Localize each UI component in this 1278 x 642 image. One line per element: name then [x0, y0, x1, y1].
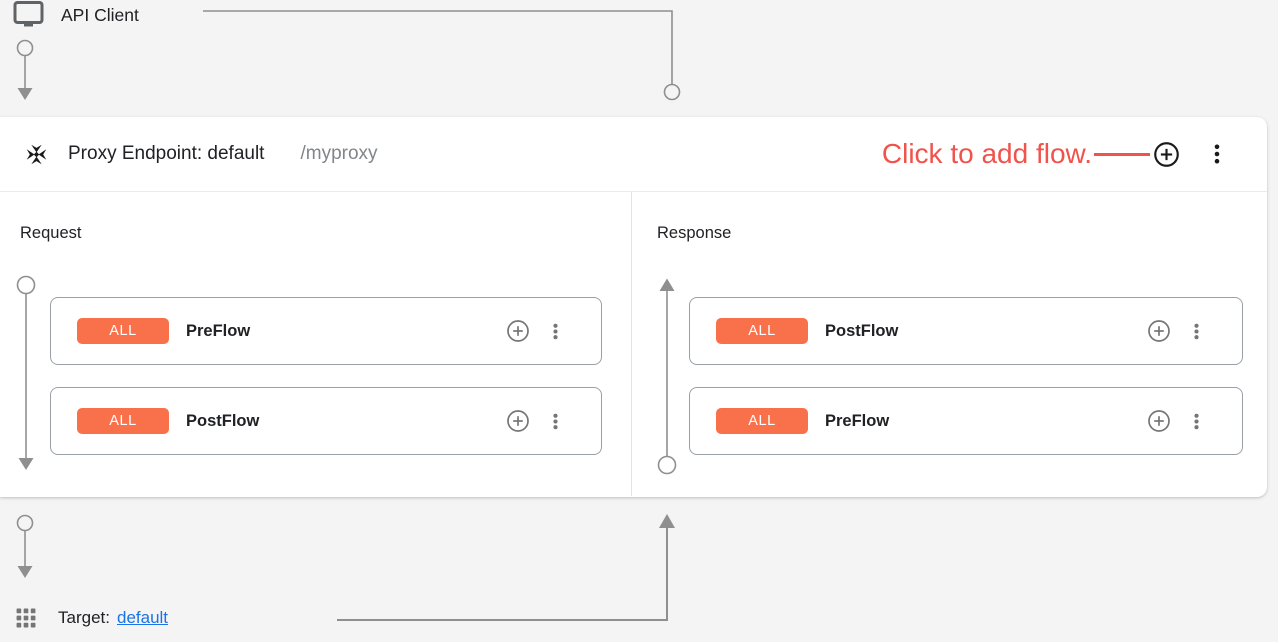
flow-card-request-postflow[interactable]: ALL PostFlow: [50, 387, 602, 455]
target-label: Target:: [58, 608, 110, 627]
add-policy-button[interactable]: [1147, 409, 1171, 433]
request-column-label: Request: [20, 224, 82, 242]
annotation-pointer-line: [1094, 152, 1150, 156]
flow-card-response-postflow[interactable]: ALL PostFlow: [689, 297, 1243, 365]
api-client-label: API Client: [61, 5, 139, 25]
condition-badge: ALL: [716, 408, 808, 434]
apps-grid-icon: [16, 608, 36, 628]
column-divider: [631, 192, 632, 496]
flow-name: PreFlow: [186, 321, 251, 340]
monitor-icon: [13, 1, 44, 27]
plus-circle-icon: [1148, 320, 1170, 342]
plus-circle-icon: [507, 410, 529, 432]
add-policy-button[interactable]: [506, 319, 530, 343]
endpoint-menu-button[interactable]: [1205, 142, 1229, 166]
flow-menu-button[interactable]: [546, 322, 565, 341]
flow-menu-button[interactable]: [1187, 322, 1206, 341]
target-row: Target: default: [16, 608, 168, 628]
plus-circle-icon: [507, 320, 529, 342]
proxy-endpoint-header: Proxy Endpoint: default /myproxy Click t…: [0, 117, 1267, 192]
condition-badge: ALL: [716, 318, 808, 344]
flow-name: PostFlow: [825, 321, 899, 340]
target-link[interactable]: default: [116, 608, 169, 627]
kebab-menu-icon: [1214, 144, 1220, 164]
flow-menu-button[interactable]: [546, 412, 565, 431]
plus-circle-icon: [1148, 410, 1170, 432]
add-flow-button[interactable]: [1153, 141, 1180, 168]
add-policy-button[interactable]: [506, 409, 530, 433]
flow-card-request-preflow[interactable]: ALL PreFlow: [50, 297, 602, 365]
plus-circle-icon: [1154, 141, 1179, 167]
kebab-menu-icon: [1194, 323, 1199, 339]
kebab-menu-icon: [1194, 413, 1199, 429]
flow-name: PostFlow: [186, 411, 260, 430]
api-client-row: API Client: [12, 1, 139, 30]
add-policy-button[interactable]: [1147, 319, 1171, 343]
add-flow-annotation: Click to add flow.: [882, 138, 1150, 170]
condition-badge: ALL: [77, 408, 169, 434]
kebab-menu-icon: [553, 413, 558, 429]
proxy-endpoint-body: Request Response ALL PreFlow: [0, 192, 1267, 496]
kebab-menu-icon: [553, 323, 558, 339]
move-arrows-icon: [26, 144, 47, 164]
response-column-label: Response: [657, 224, 732, 242]
flow-card-response-preflow[interactable]: ALL PreFlow: [689, 387, 1243, 455]
proxy-endpoint-title: Proxy Endpoint: default: [68, 143, 265, 164]
condition-badge: ALL: [77, 318, 169, 344]
flow-menu-button[interactable]: [1187, 412, 1206, 431]
proxy-basepath: /myproxy: [300, 143, 378, 164]
proxy-endpoint-panel: Proxy Endpoint: default /myproxy Click t…: [0, 117, 1267, 497]
flow-name: PreFlow: [825, 411, 890, 430]
add-flow-annotation-text: Click to add flow.: [881, 138, 1092, 169]
